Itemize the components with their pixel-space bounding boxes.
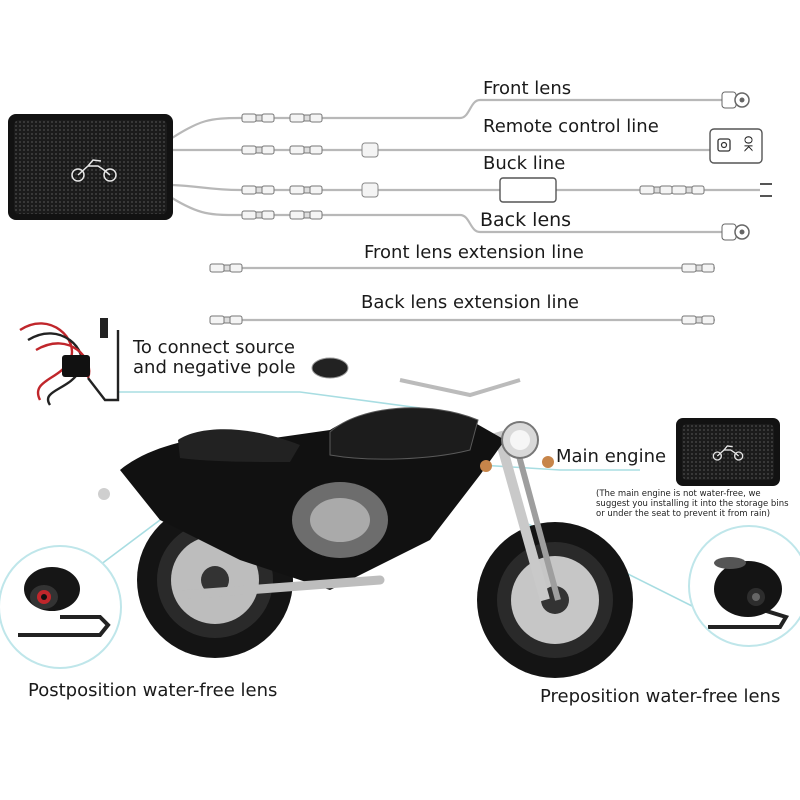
- front-lens-label: Front lens: [483, 78, 572, 99]
- connect-source-label-line2: and negative pole: [133, 357, 296, 378]
- postposition-lens-label: Postposition water-free lens: [28, 680, 278, 701]
- buck-module: [499, 177, 557, 203]
- buck-line-label: Buck line: [483, 153, 566, 174]
- front-lens-cable: [171, 98, 735, 139]
- rear-camera-icon: [18, 567, 111, 637]
- main-engine-note: (The main engine is not water-free, we s…: [596, 489, 789, 519]
- motorcycle-illustration: [98, 357, 633, 678]
- front-camera-icon: [708, 557, 790, 629]
- front-lens-end-connector: [721, 91, 750, 109]
- motorcycle-icon: [71, 159, 117, 182]
- device-grille: [14, 120, 167, 214]
- preposition-lens-label: Preposition water-free lens: [540, 686, 781, 707]
- remote-ok-label: OK: [741, 135, 755, 152]
- back-lens-label: Back lens: [480, 209, 572, 231]
- front-lens-extension-line-label: Front lens extension line: [364, 242, 584, 263]
- main-engine-inset: [676, 418, 780, 486]
- connect-source-label-line1: To connect source: [133, 337, 295, 358]
- back-lens-cable: [171, 197, 735, 234]
- postposition-lens-inset: [0, 545, 122, 669]
- camera-icon: [717, 138, 731, 152]
- main-engine-label: Main engine: [556, 446, 667, 467]
- back-lens-extension-line-label: Back lens extension line: [361, 292, 579, 313]
- buck-line-cable: [171, 183, 760, 192]
- power-adapter-box: [62, 355, 90, 377]
- preposition-lens-inset: [688, 525, 800, 647]
- motorcycle-icon: [712, 445, 744, 461]
- back-lens-end-connector: [721, 223, 750, 241]
- main-engine-inset-grille: [682, 424, 774, 480]
- postposition-callout-line: [99, 519, 161, 566]
- power-callout-line: [118, 391, 421, 409]
- main-unit-device: [8, 114, 173, 220]
- remote-control-line-label: Remote control line: [483, 116, 659, 137]
- remote-control-box: [709, 128, 763, 164]
